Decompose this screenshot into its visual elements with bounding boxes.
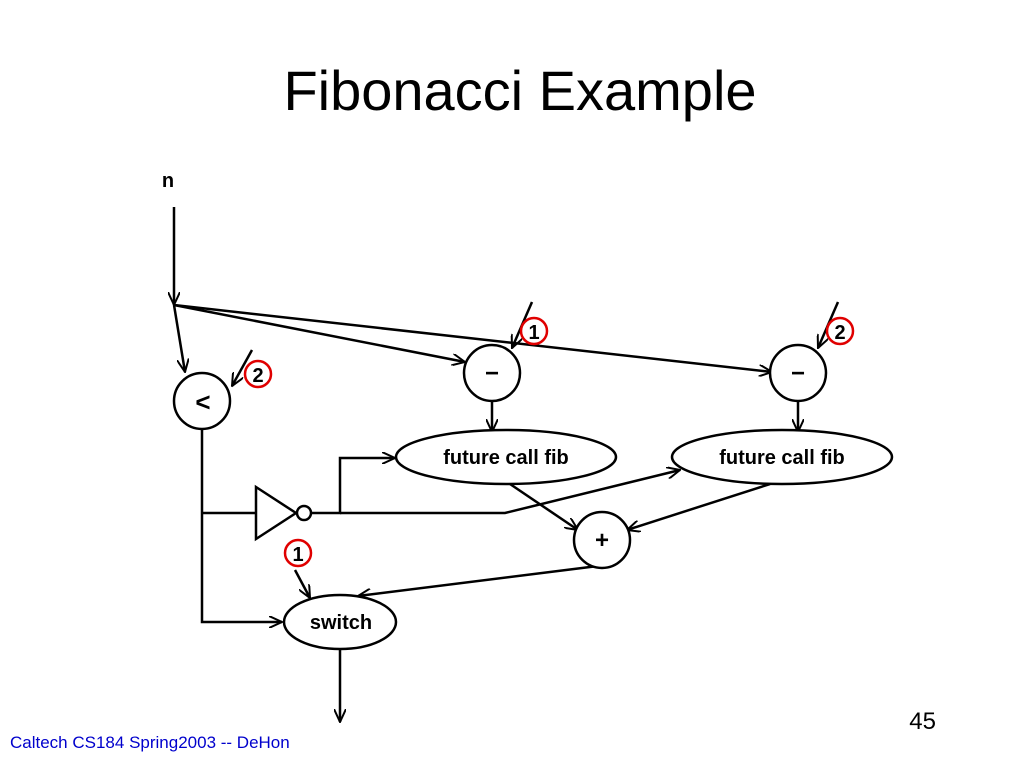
const-circle-minus-1	[519, 316, 549, 346]
footer-credit: Caltech CS184 Spring2003 -- DeHon	[10, 733, 290, 752]
const-label-minus-2: 2	[834, 322, 845, 344]
slide-title: Fibonacci Example	[283, 59, 757, 122]
wire-n-to-minus-1	[173, 303, 465, 362]
wire-less-than-out	[200, 428, 282, 622]
future-call-node-1	[394, 428, 618, 486]
minus-label-2: −	[791, 360, 805, 387]
wire-call-2-to-plus	[627, 482, 771, 530]
not-gate	[254, 484, 299, 542]
const-circle-switch	[283, 538, 313, 568]
wire-n-to-minus-2	[173, 303, 772, 372]
input-label-n: n	[162, 170, 174, 192]
future-call-label-1: future call fib	[443, 447, 569, 469]
minus-node-1	[462, 343, 522, 403]
plus-node	[572, 510, 632, 570]
const-wire-less-than	[232, 349, 254, 386]
switch-node	[282, 593, 398, 651]
const-circle-minus-2	[825, 316, 855, 346]
future-call-node-2	[670, 428, 894, 486]
const-label-less-than: 2	[252, 365, 263, 387]
wire-not-to-call-1	[312, 458, 395, 515]
future-call-label-2: future call fib	[719, 447, 845, 469]
plus-label: +	[595, 527, 609, 554]
wire-n-to-less-than	[172, 304, 185, 372]
wire-not-to-call-2	[340, 470, 680, 515]
minus-node-2	[768, 343, 828, 403]
switch-label: switch	[310, 612, 372, 634]
const-circle-less-than	[243, 359, 273, 389]
not-gate-bubble	[295, 504, 313, 522]
page-number: 45	[909, 708, 936, 735]
less-than-label: <	[195, 387, 210, 417]
wire-call-1-to-plus	[509, 482, 578, 530]
const-wire-switch	[293, 569, 310, 598]
minus-label-1: −	[485, 360, 499, 387]
const-label-minus-1: 1	[528, 322, 539, 344]
const-label-switch: 1	[292, 544, 303, 566]
less-than-node	[172, 371, 232, 431]
wire-plus-to-switch	[358, 564, 599, 596]
